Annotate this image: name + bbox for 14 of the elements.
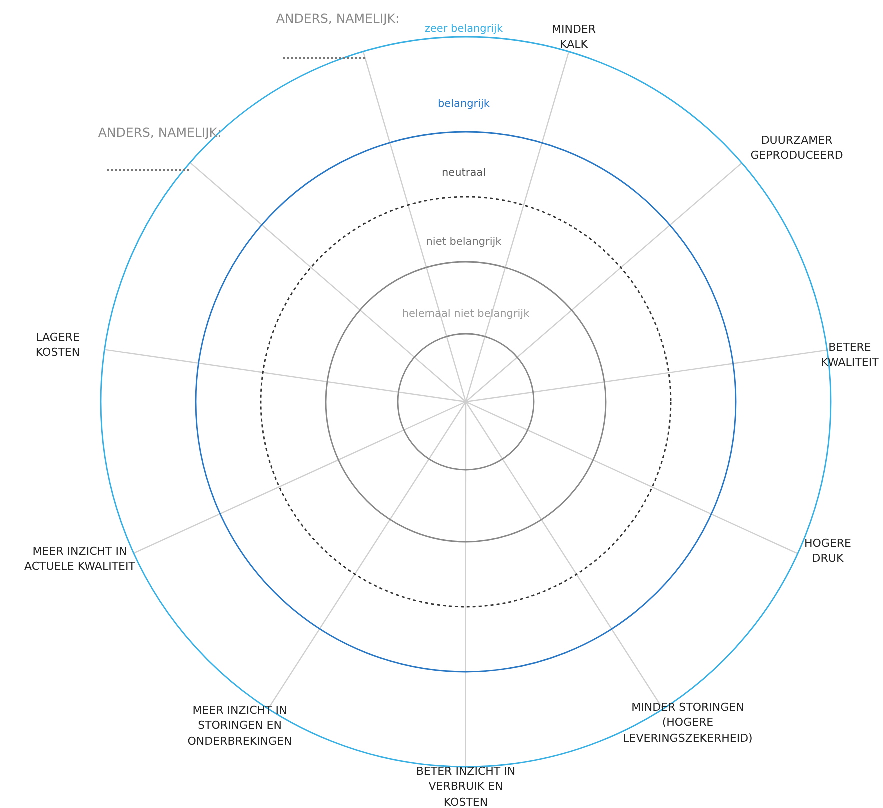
other-label: ANDERS, NAMELIJK:: [276, 10, 400, 28]
scale-label: helemaal niet belangrijk: [402, 307, 530, 322]
category-label: MEER INZICHT IN STORINGEN EN ONDERBREKINGEN: [186, 703, 294, 750]
category-label: MEER INZICHT IN ACTUELE KWALITEIT: [24, 544, 136, 575]
scale-label: neutraal: [442, 166, 486, 181]
scale-label: niet belangrijk: [426, 235, 502, 250]
other-label: ANDERS, NAMELIJK:: [98, 124, 222, 142]
category-label: DUURZAMER GEPRODUCEERD: [750, 133, 844, 164]
category-label: LAGERE KOSTEN: [34, 330, 82, 361]
category-label: HOGERE DRUK: [804, 536, 852, 567]
scale-label: zeer belangrijk: [424, 22, 504, 37]
category-label: BETER INZICHT IN VERBRUIK EN KOSTEN: [415, 764, 517, 808]
scale-label: belangrijk: [438, 97, 490, 112]
category-label: MINDER KALK: [550, 22, 598, 53]
